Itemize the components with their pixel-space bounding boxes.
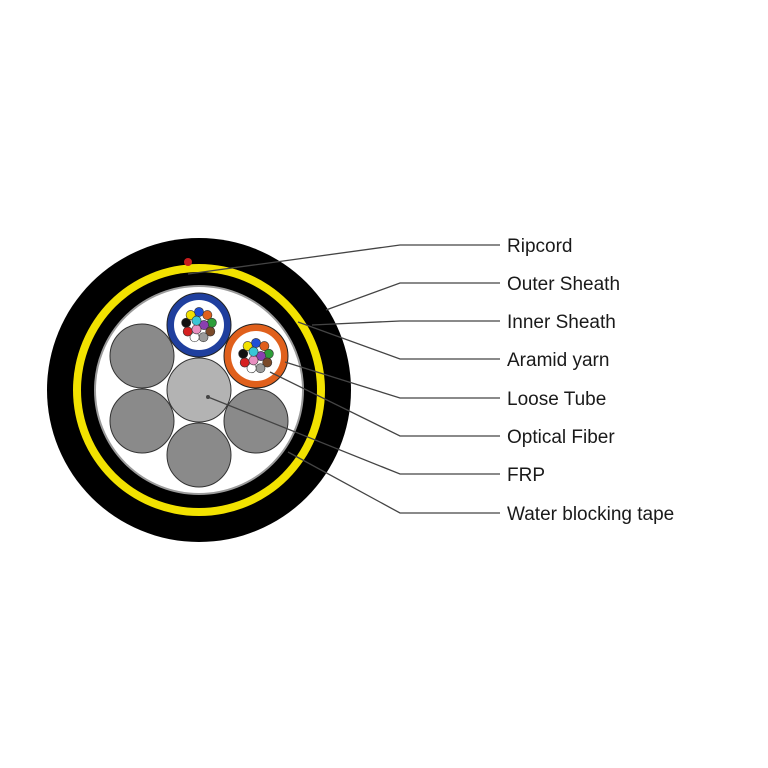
optical-fiber [238, 348, 249, 359]
leader-ripcord [187, 244, 500, 275]
label-ripcord: Ripcord [507, 236, 572, 257]
optical-fiber-bundle [181, 307, 217, 343]
optical-fiber [248, 355, 259, 366]
optical-fiber [239, 357, 250, 368]
leader-aramid-yarn [297, 321, 500, 360]
leader-optical-fiber [269, 371, 500, 437]
cable-cross-section [47, 238, 351, 542]
loose-tube-blue [166, 292, 232, 358]
optical-fiber [205, 326, 216, 337]
label-optical-fiber: Optical Fiber [507, 427, 615, 448]
optical-fiber [194, 307, 204, 317]
ripcord [184, 258, 192, 266]
optical-fiber-bundle [238, 338, 274, 374]
filler-rod [166, 422, 232, 488]
optical-fiber [255, 363, 266, 374]
optical-fiber [199, 320, 209, 330]
optical-fiber [198, 332, 209, 343]
leader-loose-tube [284, 361, 500, 399]
optical-fiber [251, 338, 261, 348]
label-inner-sheath: Inner Sheath [507, 312, 616, 333]
optical-fiber [191, 324, 202, 335]
filler-rod [223, 388, 289, 454]
label-aramid-yarn: Aramid yarn [507, 350, 609, 371]
optical-fiber [256, 351, 266, 361]
optical-fiber [202, 310, 213, 320]
label-water-blocking-tape: Water blocking tape [507, 504, 674, 525]
optical-fiber [262, 357, 273, 368]
leader-lines [187, 244, 500, 514]
optical-fiber [182, 326, 193, 337]
label-loose-tube: Loose Tube [507, 389, 606, 410]
filler-rod [109, 323, 175, 389]
leader-outer-sheath [325, 282, 500, 311]
filler-rod [109, 388, 175, 454]
leader-frp [207, 396, 500, 475]
label-frp: FRP [507, 465, 545, 486]
loose-tube-orange [223, 323, 289, 389]
leader-inner-sheath [311, 320, 500, 326]
label-outer-sheath: Outer Sheath [507, 274, 620, 295]
optical-fiber [191, 315, 202, 326]
optical-fiber [259, 341, 270, 351]
optical-fiber [248, 346, 259, 357]
frp-central-member [166, 357, 232, 423]
labels: Ripcord Outer Sheath Inner Sheath Aramid… [507, 236, 674, 525]
leader-water-blocking-tape [287, 451, 500, 514]
optical-fiber [181, 317, 192, 328]
